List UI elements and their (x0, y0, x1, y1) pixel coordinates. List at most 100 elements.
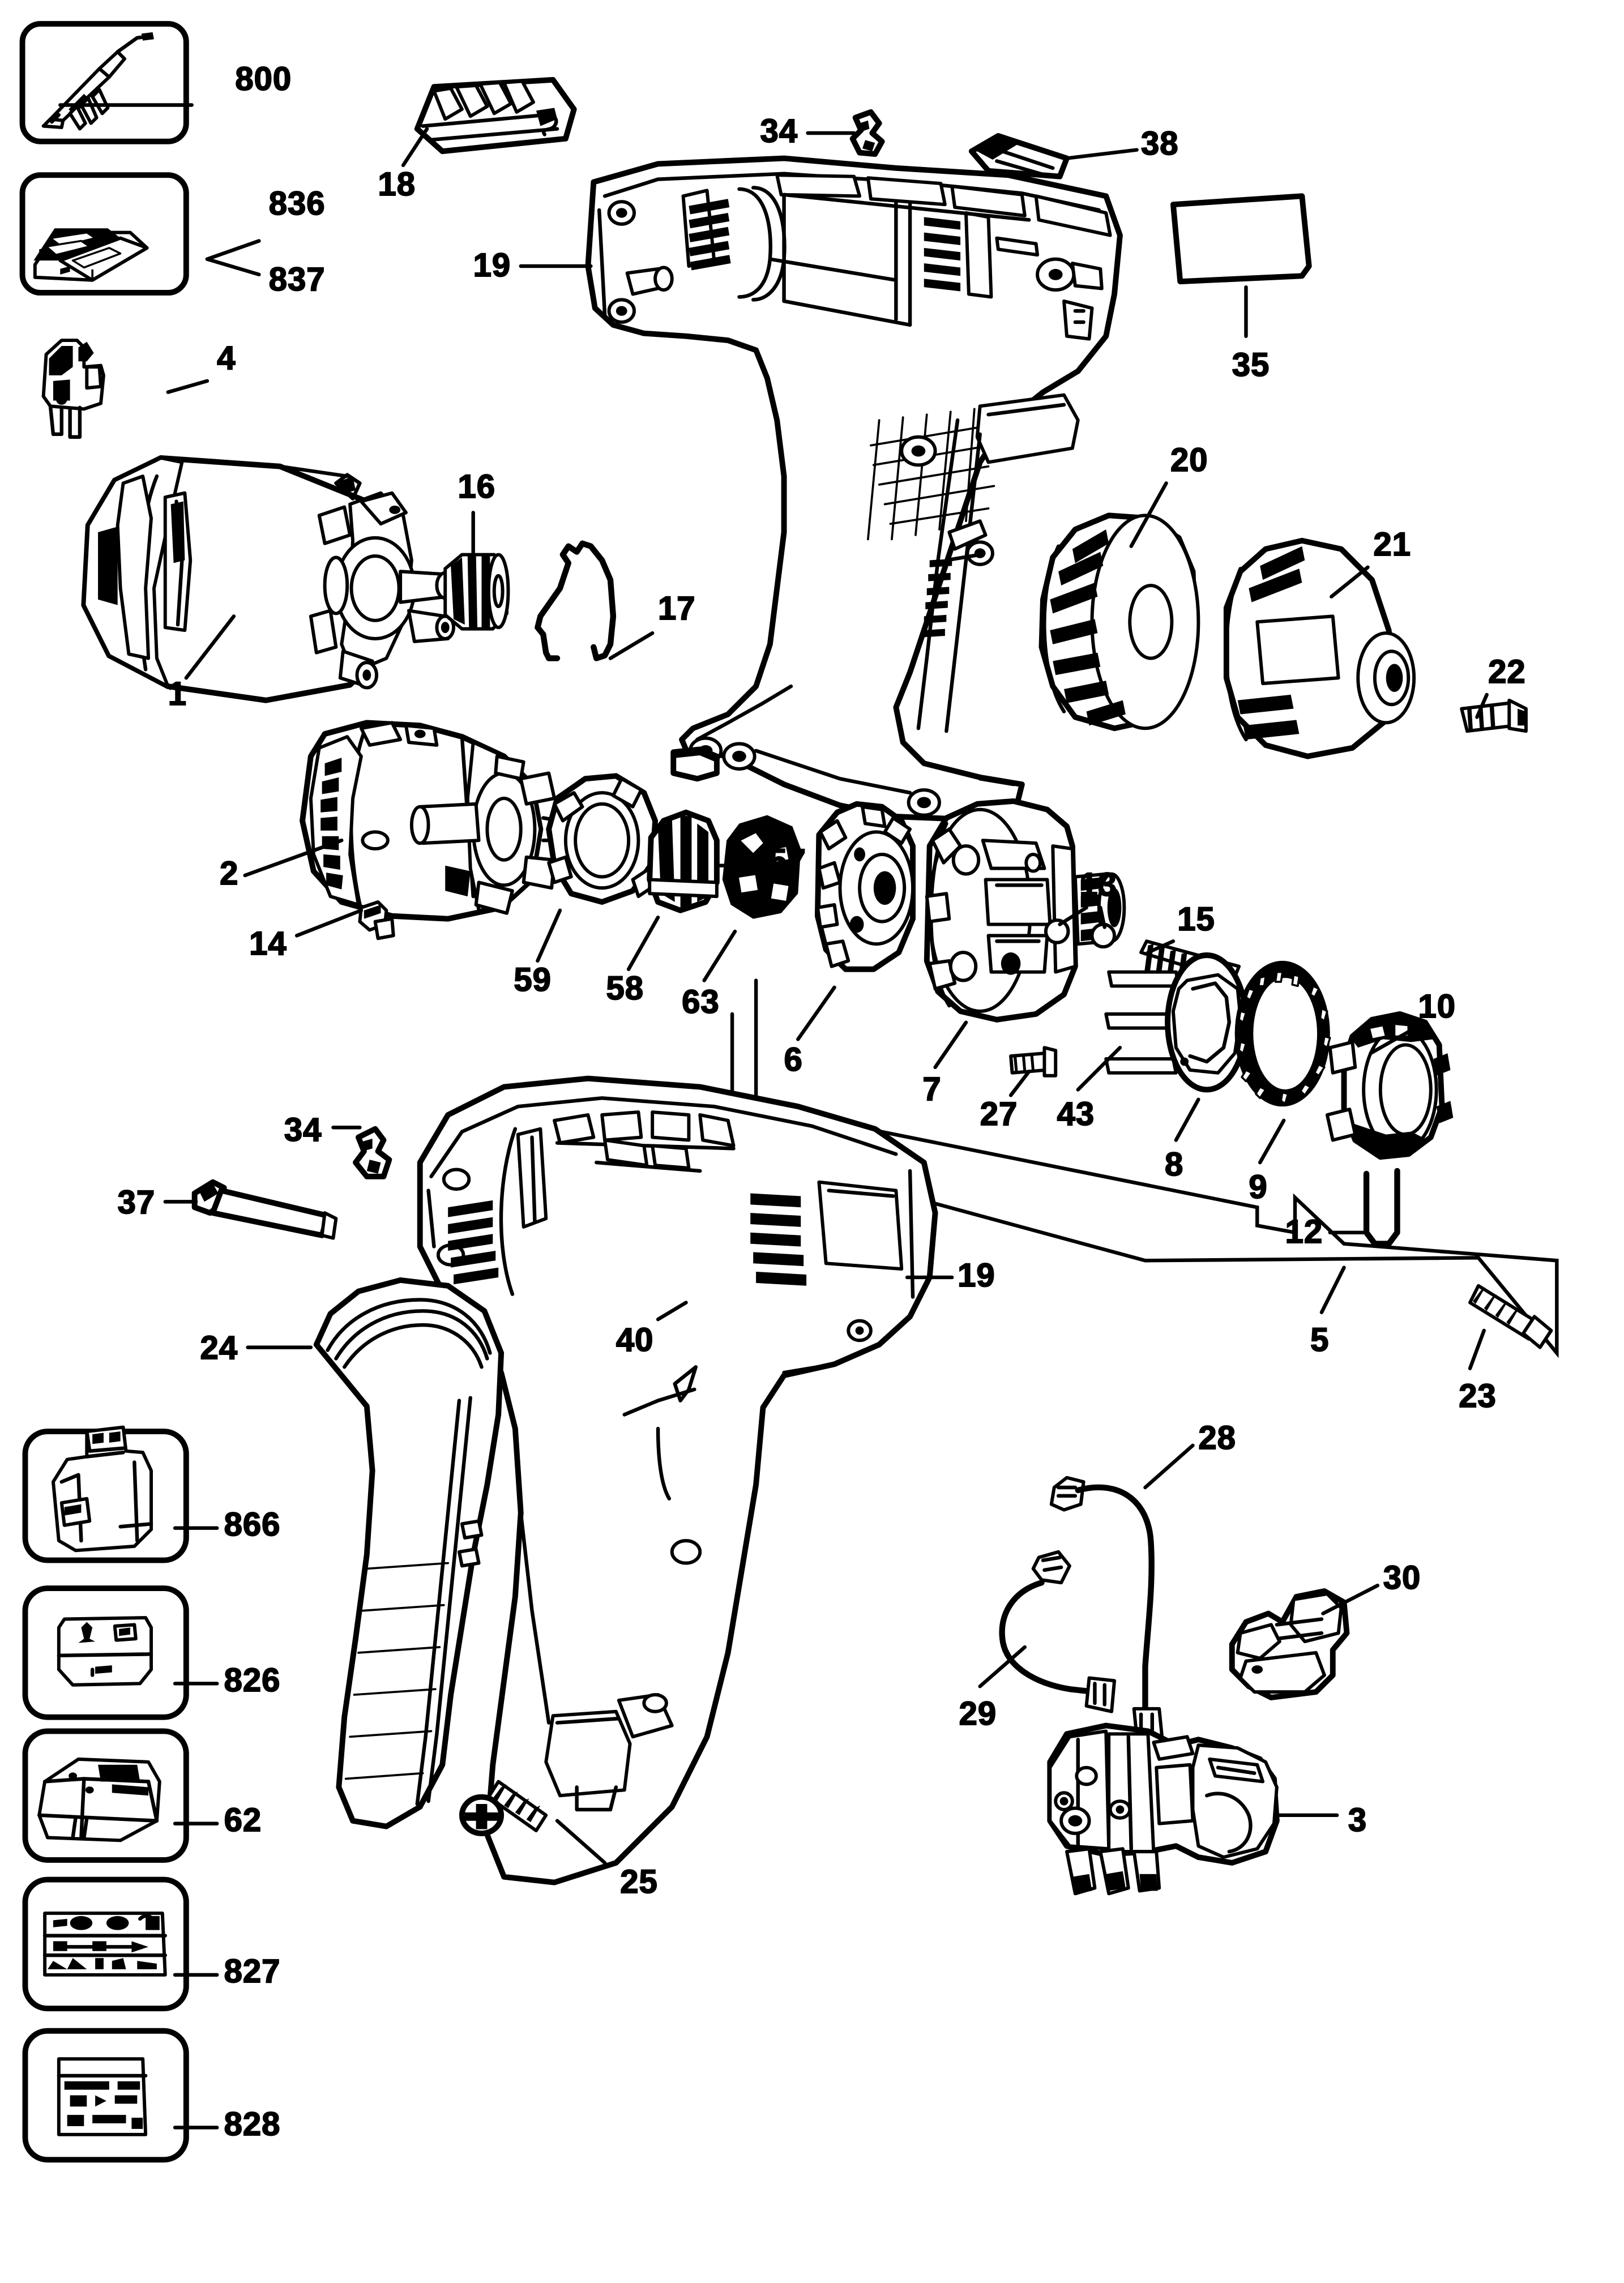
part-59-cam-plate (546, 773, 659, 905)
callout-label-28: 28 (1198, 1419, 1236, 1456)
part-5-assembly-bracket (730, 978, 1559, 1358)
part-24-handle-grip (313, 1277, 505, 1829)
leader-line-17 (608, 631, 655, 660)
leader-line-58 (626, 916, 660, 971)
part-800-drill-bit (41, 32, 154, 131)
part-23-long-screw (1468, 1284, 1553, 1349)
callout-label-34_top: 34 (760, 112, 798, 149)
callout-label-20: 20 (1170, 442, 1208, 479)
leader-line-13 (1099, 905, 1106, 929)
leader-line-5 (1319, 1266, 1346, 1314)
part-25-handle-screw (459, 1780, 548, 1836)
callout-label-22: 22 (1488, 653, 1526, 690)
callout-label-826: 826 (224, 1661, 281, 1699)
part-box-827 (22, 1876, 189, 2012)
part-37-screwdriver-bit (191, 1179, 338, 1240)
part-17-wire-clip (535, 540, 617, 661)
part-7-gearcase (924, 798, 1126, 1023)
leader-line-15 (1146, 939, 1176, 955)
callout-label-63: 63 (681, 984, 720, 1021)
callout-label-1: 1 (168, 676, 187, 713)
part-box-62 (22, 1728, 189, 1863)
callout-label-57: 57 (768, 842, 806, 879)
callout-label-25: 25 (619, 1863, 658, 1900)
part-35-nameplate (1170, 193, 1312, 285)
part-18-speed-selector (414, 77, 577, 155)
part-58-spline-gear (647, 809, 720, 913)
leader-line-836 (205, 239, 261, 261)
callout-label-40: 40 (616, 1321, 654, 1358)
callout-label-9: 9 (1248, 1168, 1268, 1205)
leader-line-7 (933, 1020, 968, 1070)
part-27-screw (1009, 1046, 1058, 1078)
leader-line-13 (1058, 905, 1088, 926)
callout-label-23: 23 (1458, 1377, 1497, 1414)
part-19-housing-lower (417, 1075, 938, 1886)
callout-label-13: 13 (1079, 866, 1117, 903)
leader-line-1 (184, 614, 236, 680)
part-14-screw (358, 900, 395, 940)
callout-label-34_lower: 34 (284, 1111, 322, 1148)
callout-label-30: 30 (1383, 1559, 1421, 1597)
part-13-balls (1044, 918, 1117, 949)
callout-label-19_top: 19 (473, 247, 511, 284)
part-57-roll-pin (670, 746, 720, 782)
leader-line-10 (1369, 1027, 1414, 1055)
callout-label-29: 29 (959, 1695, 997, 1733)
part-box-828 (22, 2028, 189, 2163)
leader-lines (58, 103, 1489, 2130)
callout-label-866: 866 (224, 1506, 281, 1544)
part-34-clip-top (849, 109, 885, 157)
callout-label-35: 35 (1232, 346, 1270, 383)
part-12-u-clip (1363, 1168, 1400, 1247)
callout-label-15: 15 (1177, 901, 1215, 938)
callout-label-43: 43 (1057, 1096, 1095, 1133)
part-6-planet-carrier (814, 801, 916, 972)
callout-label-37: 37 (117, 1184, 156, 1221)
callout-label-19_lower: 19 (957, 1256, 995, 1294)
part-4-brush-holder (41, 339, 105, 439)
leader-line-30 (1321, 1583, 1380, 1615)
leader-line-837 (205, 257, 261, 277)
leader-line-28 (1143, 1443, 1195, 1490)
leader-line-21 (1330, 565, 1370, 598)
part-box-800 (19, 21, 189, 144)
callout-label-62: 62 (224, 1802, 262, 1839)
part-34-clip-lower (353, 1126, 392, 1179)
leader-line-27 (1008, 1070, 1031, 1097)
leader-line-25 (555, 1819, 607, 1865)
part-836-837-case-tray (33, 228, 149, 282)
part-box-826 (22, 1585, 189, 1720)
leader-line-29 (978, 1645, 1027, 1688)
callout-label-836: 836 (268, 185, 326, 223)
leader-line-14 (294, 908, 364, 938)
leader-line-8 (1174, 1097, 1200, 1142)
part-828-warning-label (57, 2057, 148, 2136)
leader-line-2 (243, 838, 344, 878)
part-826-charger-base (57, 1616, 153, 1687)
leader-line-40 (656, 1301, 688, 1322)
leader-line-18 (401, 127, 429, 168)
callout-label-8: 8 (1164, 1146, 1184, 1183)
part-22-chuck-screw (1460, 698, 1528, 733)
callout-label-59: 59 (513, 961, 552, 998)
callout-label-837: 837 (268, 261, 326, 298)
part-2-motor-assembly (300, 720, 562, 922)
callout-label-38: 38 (1140, 125, 1179, 163)
leader-line-23 (1468, 1328, 1486, 1370)
part-38-screwdriver-bit (968, 132, 1070, 179)
part-3-trigger-switch (1047, 1722, 1280, 1896)
part-827-instruction-sheet (42, 1911, 167, 1977)
callout-label-17: 17 (657, 590, 696, 627)
callout-label-21: 21 (1373, 525, 1411, 563)
part-1-motor (81, 455, 456, 703)
leader-line-22 (1475, 692, 1489, 719)
leader-line-59 (536, 908, 562, 963)
callout-label-3: 3 (1348, 1802, 1367, 1839)
leader-line-9 (1258, 1118, 1286, 1165)
part-20-chuck-sleeve (1038, 512, 1200, 732)
part-30-connector (1229, 1588, 1350, 1700)
part-19-housing-upper (585, 155, 1123, 823)
